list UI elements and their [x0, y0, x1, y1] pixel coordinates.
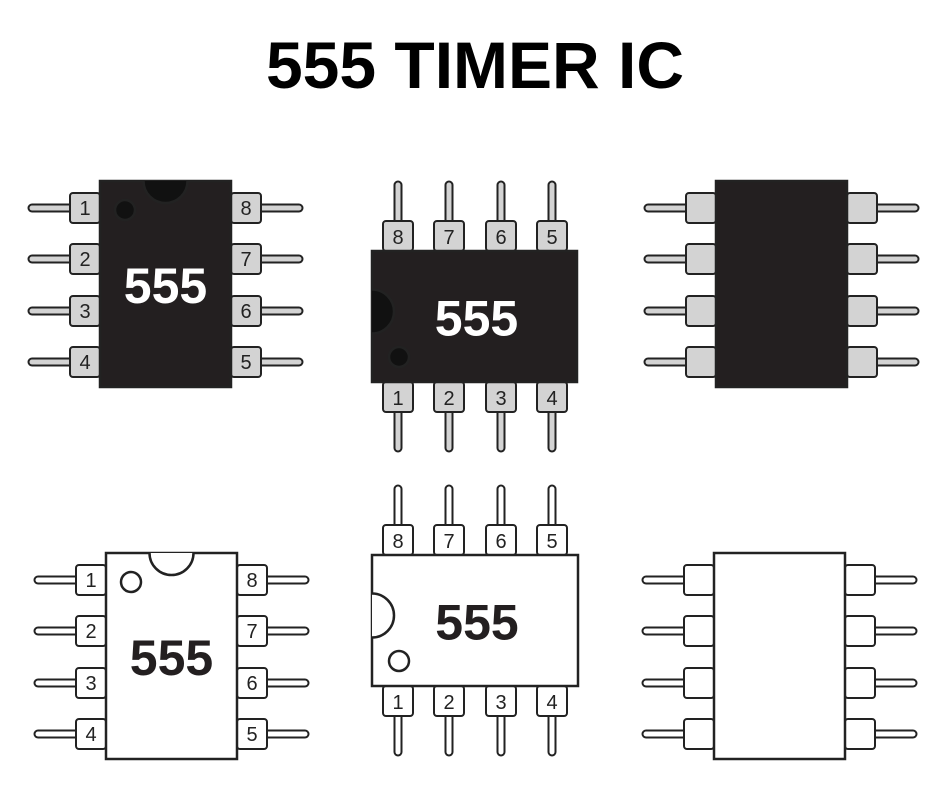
pin-number: 6	[495, 531, 506, 553]
pin-pad	[846, 192, 878, 224]
pin-number: 8	[240, 198, 251, 220]
pin-number: 6	[240, 301, 251, 323]
pin-number: 1	[85, 570, 96, 592]
pin-pad	[683, 667, 715, 699]
pin1-dot	[113, 198, 137, 222]
pin-pad	[846, 346, 878, 378]
pin-pad	[846, 243, 878, 275]
chip-light-horizontal-top-view: 8 7 6 5 1 2 3 4 555	[370, 484, 580, 757]
pin-pad	[683, 615, 715, 647]
chip-label: 555	[435, 595, 518, 651]
pin-pad	[844, 667, 876, 699]
pin-number: 8	[392, 227, 403, 249]
pin-number: 6	[246, 673, 257, 695]
pin-number: 2	[443, 692, 454, 714]
pin-number: 7	[443, 531, 454, 553]
pin-number: 5	[246, 724, 257, 746]
pin-number: 3	[85, 673, 96, 695]
pin-pad	[844, 564, 876, 596]
notch-mark	[371, 288, 396, 335]
pin-number: 7	[443, 227, 454, 249]
pin-number: 4	[85, 724, 96, 746]
notch-mark	[148, 552, 195, 577]
pin-number: 2	[443, 388, 454, 410]
pin1-dot	[387, 345, 411, 369]
pin-number: 1	[392, 388, 403, 410]
pin-number: 4	[546, 692, 557, 714]
pin-number: 2	[85, 621, 96, 643]
pin-number: 1	[392, 692, 403, 714]
pin-number: 8	[246, 570, 257, 592]
notch-mark	[142, 180, 189, 205]
pin-pad	[685, 295, 717, 327]
pin-number: 4	[79, 352, 90, 374]
chip-body	[712, 551, 847, 761]
pin-pad	[844, 615, 876, 647]
pin-number: 4	[546, 388, 557, 410]
pin-pad	[683, 564, 715, 596]
pin-pad	[685, 192, 717, 224]
chip-dark-horizontal-top-view: 8 7 6 5 1 2 3 4 555	[370, 180, 579, 453]
chip-dark-vertical-bottom-view	[643, 179, 920, 389]
chip-label: 555	[124, 258, 207, 314]
pin-number: 7	[246, 621, 257, 643]
pin-pad	[844, 718, 876, 750]
pin-pad	[846, 295, 878, 327]
pin-number: 8	[392, 531, 403, 553]
pin1-dot	[119, 570, 143, 594]
pin-pad	[685, 243, 717, 275]
pin-number: 3	[79, 301, 90, 323]
pin-number: 3	[495, 388, 506, 410]
pin-number: 6	[495, 227, 506, 249]
pin-number: 5	[546, 531, 557, 553]
pin-number: 1	[79, 198, 90, 220]
chip-label: 555	[435, 291, 518, 347]
chip-label: 555	[130, 630, 213, 686]
pin-number: 5	[546, 227, 557, 249]
pin-number: 2	[79, 249, 90, 271]
pin-number: 7	[240, 249, 251, 271]
page-title: 555 TIMER IC	[266, 28, 684, 102]
pin-number: 3	[495, 692, 506, 714]
chip-light-vertical-bottom-view	[641, 551, 918, 761]
pin-pad	[683, 718, 715, 750]
pin1-dot	[387, 649, 411, 673]
pin-number: 5	[240, 352, 251, 374]
chip-body	[714, 179, 849, 389]
pin-pad	[685, 346, 717, 378]
notch-mark	[371, 592, 396, 639]
